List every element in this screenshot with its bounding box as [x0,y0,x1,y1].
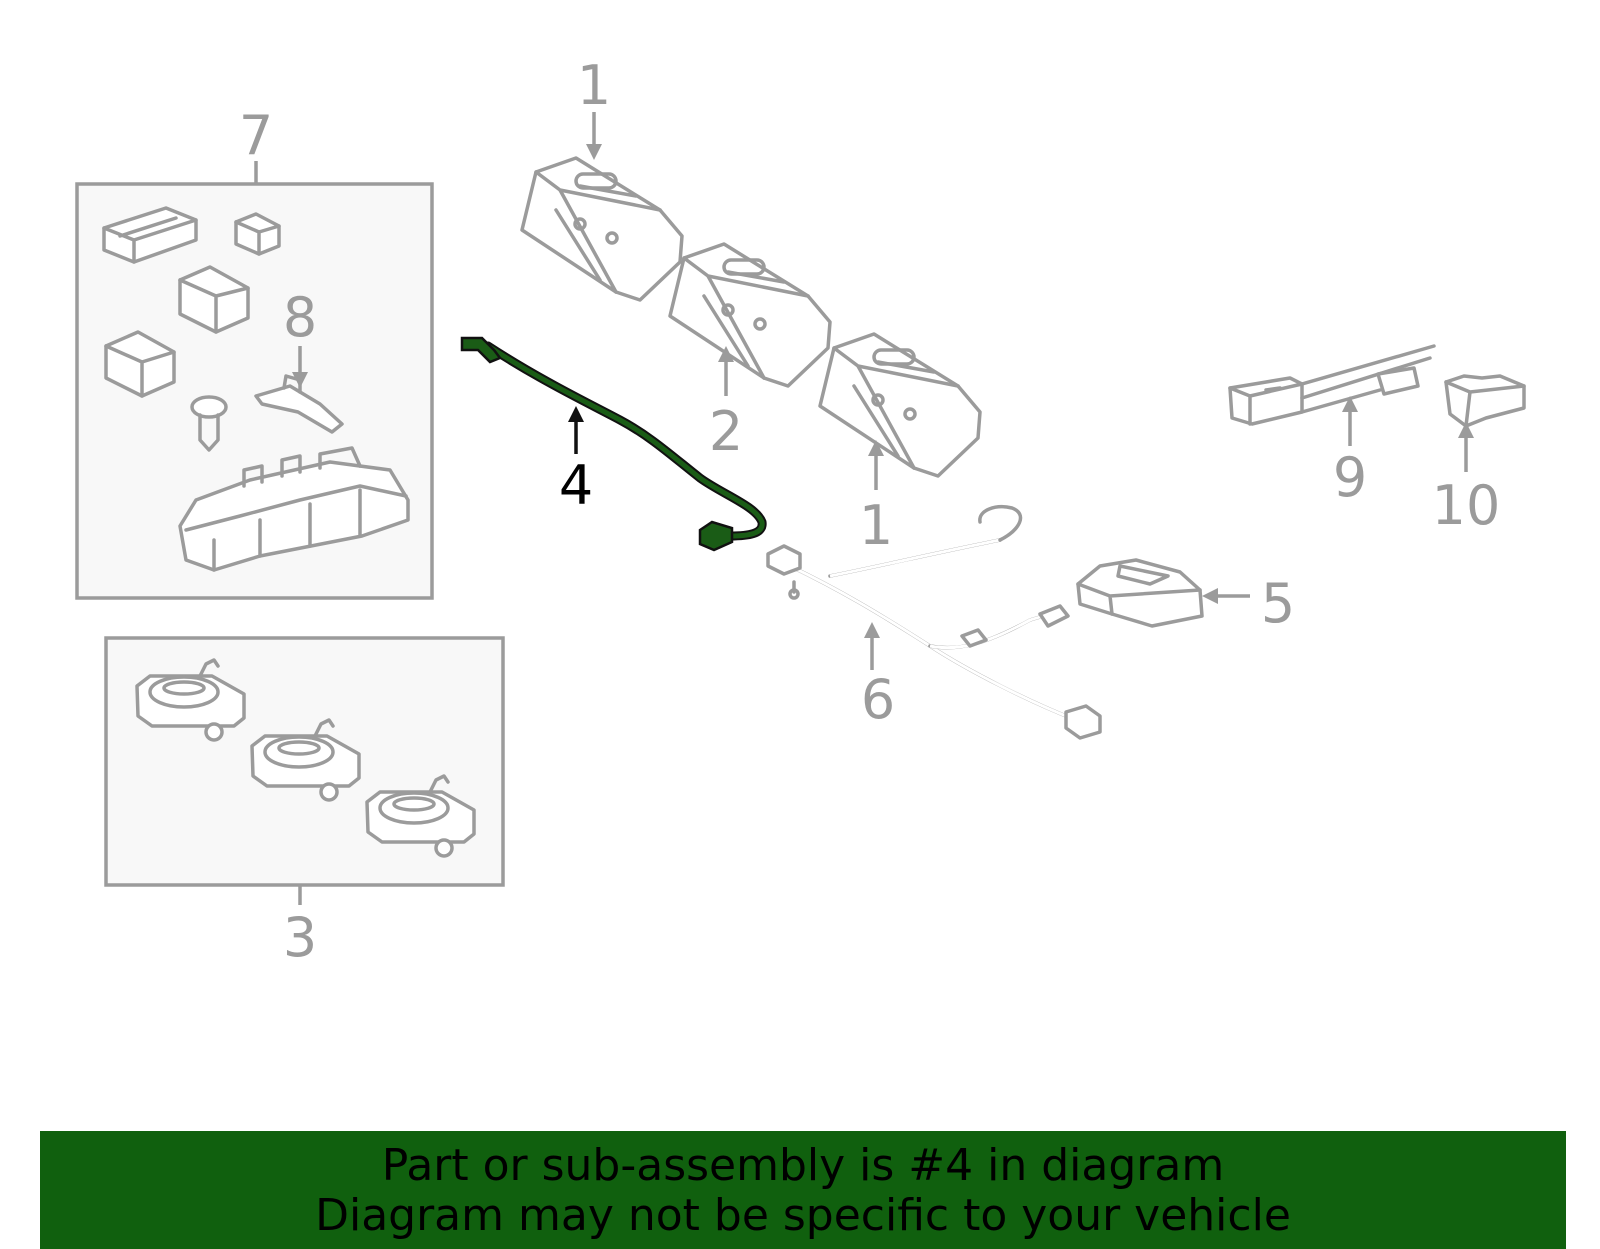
callout-2: 2 [708,400,744,463]
callout-6: 6 [860,668,896,731]
callout-9: 9 [1332,446,1368,509]
callout-4: 4 [558,454,594,517]
switch-housings [520,156,982,478]
relay-set [102,206,281,452]
part-4-harness [460,336,767,552]
part-9-cable [1228,344,1436,426]
callout-7: 7 [238,104,274,167]
callout-1-top: 1 [576,54,612,117]
sensor-set [135,658,476,858]
callout-5: 5 [1260,572,1296,635]
part-6-harness [766,505,1102,740]
callout-10: 10 [1431,474,1501,537]
part-10-connector [1444,374,1526,428]
fuse-block [178,446,410,572]
banner-line-2: Diagram may not be specific to your vehi… [315,1190,1291,1241]
part-5-module [1076,558,1204,628]
callout-8: 8 [282,286,318,349]
info-banner: Part or sub-assembly is #4 in diagram Di… [40,1131,1566,1249]
callout-3: 3 [282,906,318,969]
banner-line-1: Part or sub-assembly is #4 in diagram [381,1140,1225,1191]
callout-1-lower: 1 [858,494,894,557]
